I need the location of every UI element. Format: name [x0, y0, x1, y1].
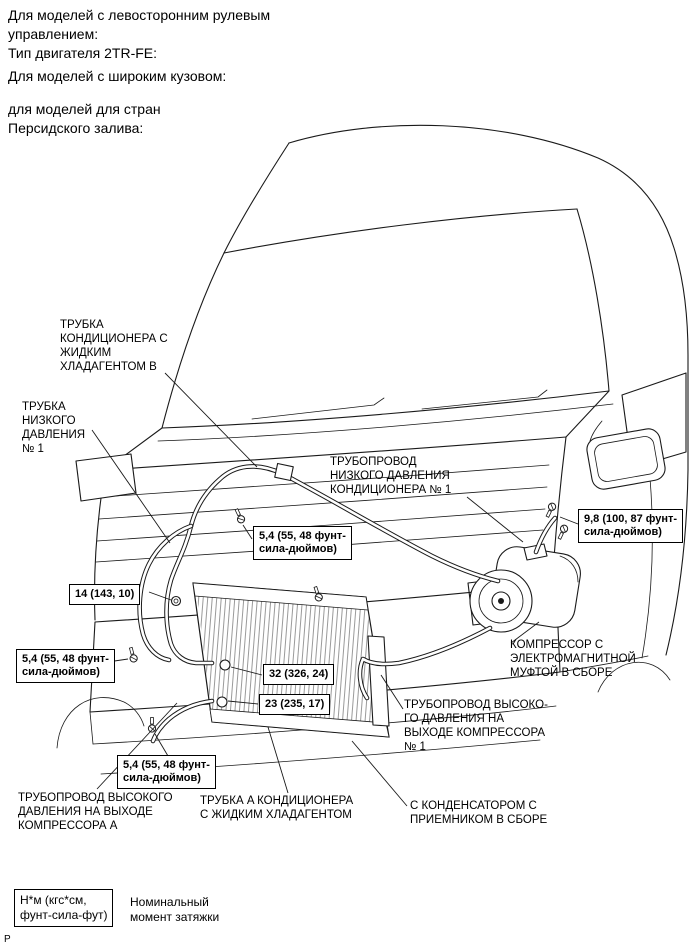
torque-spec-14: 14 (143, 10)	[69, 584, 141, 605]
part-label-tube-a: ТРУБКА A КОНДИЦИОНЕРА С ЖИДКИМ ХЛАДАГЕНТ…	[200, 795, 354, 821]
torque-unit-box: Н*м (кгс*см, фунт-сила-фут)	[14, 889, 114, 927]
torque-spec-23: 23 (235, 17)	[259, 694, 331, 715]
note-wide-body: Для моделей с широким кузовом:	[8, 68, 227, 84]
refrigerant-tubes	[137, 462, 558, 744]
note-gulf-models: для моделей для стран Персидского залива…	[8, 101, 161, 136]
leader-lines	[91, 372, 579, 807]
note-lhd-models: Для моделей с левосторонним рулевым упра…	[8, 7, 271, 42]
bolt-icon	[555, 523, 570, 541]
part-label-condenser: С КОНДЕНСАТОРОМ С ПРИЕМНИКОМ В СБОРЕ	[410, 800, 548, 826]
torque-spec-54-left: 5,4 (55, 48 фунт- сила-дюймов)	[16, 649, 115, 683]
receiver-drier	[367, 635, 390, 727]
condenser-drawing	[192, 582, 390, 738]
note-engine-type: Тип двигателя 2TR-FE:	[8, 45, 158, 61]
bolt-icon	[232, 507, 247, 525]
fitting-32	[219, 659, 231, 671]
bolt-icon	[126, 646, 139, 664]
part-label-low-pressure-pipe-1: ТРУБОПРОВОД НИЗКОГО ДАВЛЕНИЯ КОНДИЦИОНЕР…	[330, 456, 452, 496]
corner-mark: P	[4, 934, 11, 945]
part-label-high-pressure-pipe-a: ТРУБОПРОВОД ВЫСОКОГО ДАВЛЕНИЯ НА ВЫХОДЕ …	[18, 792, 173, 832]
torque-spec-98: 9,8 (100, 87 фунт- сила-дюймов)	[578, 509, 684, 543]
torque-spec-54-lower: 5,4 (55, 48 фунт- сила-дюймов)	[117, 755, 216, 789]
part-label-low-pressure-tube-1: ТРУБКА НИЗКОГО ДАВЛЕНИЯ № 1	[22, 401, 86, 455]
fitting-23	[216, 696, 228, 708]
compressor-drawing	[469, 543, 581, 633]
part-label-compressor: КОМПРЕССОР С ЭЛЕКТРОМАГНИТНОЙ МУФТОЙ В С…	[510, 639, 636, 679]
torque-spec-32: 32 (326, 24)	[263, 664, 335, 685]
nut-14	[170, 595, 182, 607]
torque-spec-54-upper: 5,4 (55, 48 фунт- сила-дюймов)	[253, 526, 352, 560]
torque-legend-description: Номинальный момент затяжки	[130, 895, 220, 924]
part-label-high-pressure-pipe-1: ТРУБОПРОВОД ВЫСОКО- ГО ДАВЛЕНИЯ НА ВЫХОД…	[404, 699, 548, 753]
left-headlight	[75, 453, 137, 502]
part-label-tube-b: ТРУБКА КОНДИЦИОНЕРА С ЖИДКИМ ХЛАДАГЕНТОМ…	[60, 319, 168, 373]
side-mirror	[586, 420, 666, 490]
